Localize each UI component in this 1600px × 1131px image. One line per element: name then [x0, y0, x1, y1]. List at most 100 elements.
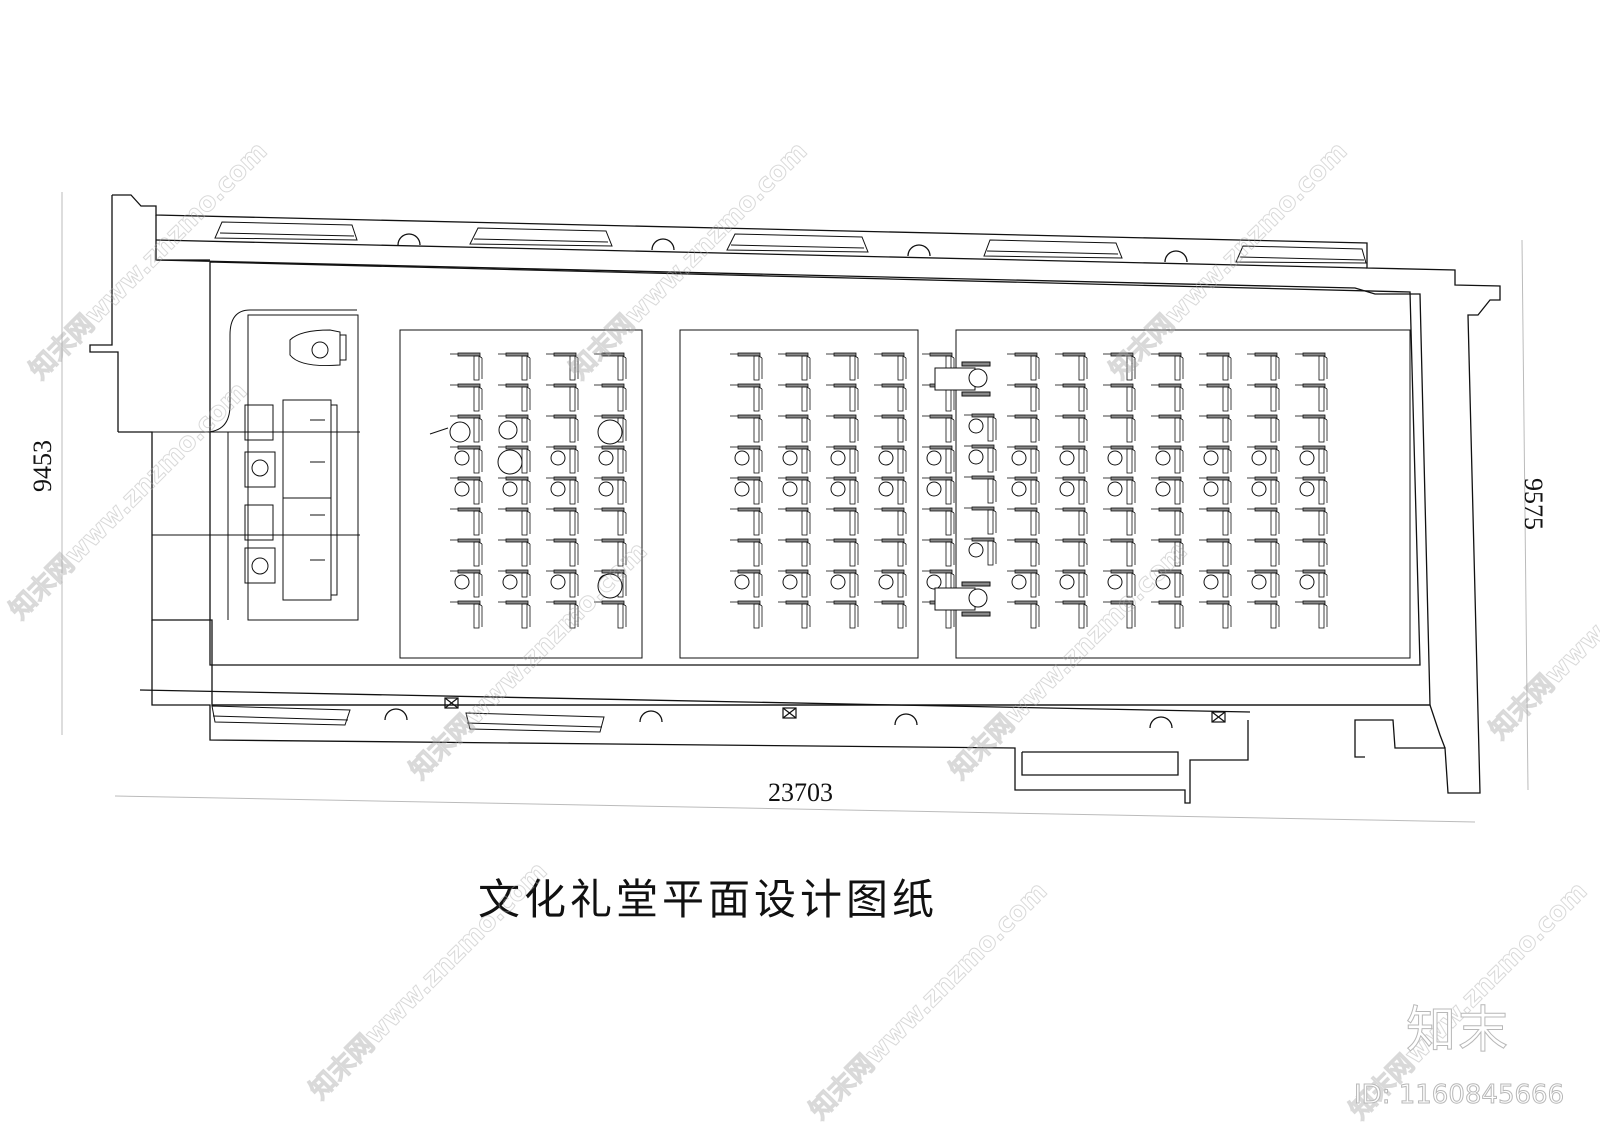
brand-watermark: 知末 [1406, 1001, 1510, 1060]
seat [1150, 352, 1184, 381]
seat [546, 477, 578, 504]
seat [498, 477, 530, 504]
seat [1198, 352, 1232, 381]
seat [1151, 446, 1183, 473]
dimension-lines [61, 192, 1529, 823]
seat [825, 538, 859, 567]
seat [1198, 538, 1232, 567]
seat [1054, 383, 1088, 412]
seat [964, 445, 996, 472]
seat [825, 507, 859, 536]
seat [1006, 600, 1040, 629]
seat [1054, 538, 1088, 567]
seat [1246, 538, 1280, 567]
seat [921, 414, 955, 443]
seat [729, 600, 763, 629]
seat [1198, 383, 1232, 412]
seat [1055, 446, 1087, 473]
seat [1006, 507, 1040, 536]
seat [825, 383, 859, 412]
seat [1294, 383, 1328, 412]
seat [874, 477, 906, 504]
seat [874, 570, 906, 597]
dimension-right-height: 9575 [1519, 478, 1548, 530]
seat [498, 570, 530, 597]
seat [1295, 477, 1327, 504]
seat [1199, 477, 1231, 504]
seat [873, 414, 907, 443]
seat [777, 383, 811, 412]
seat [449, 507, 483, 536]
seat [1007, 446, 1039, 473]
seat [545, 538, 579, 567]
seat [729, 507, 763, 536]
seat [730, 477, 762, 504]
seat [873, 538, 907, 567]
seat [1151, 477, 1183, 504]
seat [921, 507, 955, 536]
seat [594, 477, 626, 504]
seat [1006, 352, 1040, 381]
seat [1006, 538, 1040, 567]
seat [778, 570, 810, 597]
seat [729, 414, 763, 443]
seat [1246, 414, 1280, 443]
seat [1007, 477, 1039, 504]
seat [450, 446, 482, 473]
seat [1102, 414, 1136, 443]
seat [921, 538, 955, 567]
seat [497, 600, 531, 629]
seat [777, 600, 811, 629]
seat [963, 475, 997, 504]
seat [546, 446, 578, 473]
wheelchair-icons [934, 361, 991, 617]
seat [729, 383, 763, 412]
seat [497, 538, 531, 567]
seat [1199, 446, 1231, 473]
seat [1150, 507, 1184, 536]
seat [1294, 352, 1328, 381]
seat [1198, 600, 1232, 629]
seat [545, 414, 579, 443]
seat [1198, 414, 1232, 443]
seat [922, 446, 954, 473]
dimension-bottom-width: 23703 [768, 778, 833, 807]
person-figures [429, 419, 623, 599]
seat [777, 414, 811, 443]
seat [449, 600, 483, 629]
seat [1150, 600, 1184, 629]
seat [1055, 570, 1087, 597]
seat [777, 507, 811, 536]
seat [873, 352, 907, 381]
seating-block-frames [399, 329, 1411, 659]
seat [1102, 383, 1136, 412]
seat [825, 600, 859, 629]
seat [1246, 383, 1280, 412]
seat [449, 383, 483, 412]
seat [826, 446, 858, 473]
seat [825, 414, 859, 443]
seat [1247, 570, 1279, 597]
windows-top [214, 221, 1367, 264]
seat [1007, 570, 1039, 597]
seat [922, 477, 954, 504]
seat [964, 538, 996, 565]
seat [450, 570, 482, 597]
seat [1246, 507, 1280, 536]
seat [1102, 538, 1136, 567]
seat [1006, 414, 1040, 443]
seat [730, 446, 762, 473]
seat [825, 352, 859, 381]
seat [450, 477, 482, 504]
seat [730, 570, 762, 597]
dimension-left-height: 9453 [28, 440, 57, 492]
seat [1102, 507, 1136, 536]
seat [873, 600, 907, 629]
seat [1247, 477, 1279, 504]
seat [1150, 414, 1184, 443]
seat [1246, 600, 1280, 629]
seat [826, 477, 858, 504]
seat [449, 352, 483, 381]
windows-bottom [211, 705, 605, 733]
seat [1006, 383, 1040, 412]
